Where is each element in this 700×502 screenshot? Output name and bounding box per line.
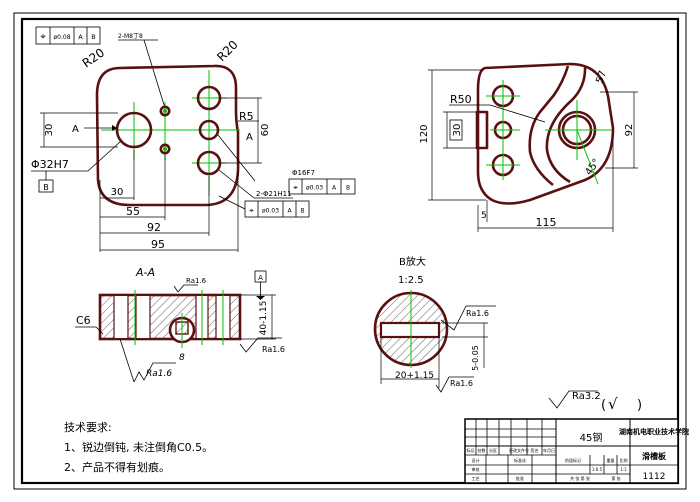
technical-notes: 技术要求: 1、锐边倒钝, 未注倒角C0.5。 2、产品不得有划痕。 xyxy=(64,421,213,474)
frame-holes-symbol: ⌖ xyxy=(249,206,254,215)
front-outline xyxy=(95,64,240,207)
finish-paren-close: ) xyxy=(637,398,642,413)
dim-57: 57 xyxy=(594,69,609,85)
drawing-frame xyxy=(20,17,680,485)
frame-pin-datum-b: B xyxy=(346,185,350,192)
section-ra-right: Ra1.6 xyxy=(262,345,285,354)
front-view: ⌖ ø0.08 A B 2-M8丁8 R20 R20 R5 A xyxy=(31,26,356,252)
dim-20: 20+1.15 xyxy=(395,371,434,381)
tb-row-approve: 批准 xyxy=(516,475,524,481)
dim-5-detail: 5-0.05 xyxy=(471,345,480,371)
tb-school: 湖南机电职业技术学院 xyxy=(619,427,689,436)
label-c6: C6 xyxy=(76,314,91,327)
section-ra-top: Ra1.6 xyxy=(186,277,207,285)
tb-hdr-date: 年月日 xyxy=(543,447,555,453)
finish-check: √ xyxy=(608,395,618,413)
detail-title: B放大 xyxy=(399,255,426,268)
detail-scale: 1:2.5 xyxy=(398,275,424,286)
tb-weight: 重量 xyxy=(607,457,615,463)
tb-scale-label: 比例 xyxy=(620,457,628,463)
outer-border xyxy=(13,12,687,490)
frame-pin-datum-a: A xyxy=(332,185,337,192)
dim-92: 92 xyxy=(147,221,161,234)
main-bore xyxy=(115,111,153,149)
side-view: R50 120 30 92 57 45° 5 115 xyxy=(419,62,638,232)
frame-top-datum-b: B xyxy=(91,33,95,41)
dim-92-side: 92 xyxy=(624,124,635,137)
frame-top-tol: ø0.08 xyxy=(53,34,70,41)
label-large-holes: 2-Φ21H11 xyxy=(256,190,292,198)
dim-120: 120 xyxy=(419,124,430,143)
dim-95: 95 xyxy=(151,238,165,251)
tb-drawing-no: 1112 xyxy=(643,472,666,482)
feature-frame-holes: ⌖ ø0.03 A B xyxy=(244,200,310,218)
label-r5: R5 xyxy=(239,110,254,123)
datum-b-box: B xyxy=(43,183,49,192)
feature-frame-pin: ⌖ ø0.03 A B xyxy=(288,178,356,195)
section-datum-box: A xyxy=(258,274,263,282)
section-title: A-A xyxy=(135,266,155,279)
tb-row-std: 标准化 xyxy=(514,457,526,463)
label-bore: Φ32H7 xyxy=(31,158,69,171)
tap-hole-bottom xyxy=(159,143,171,155)
tap-hole-top xyxy=(159,105,171,117)
datum-a-left: A xyxy=(72,124,79,135)
frame-top-symbol: ⌖ xyxy=(40,33,45,43)
frame-holes-datum-b: B xyxy=(300,208,304,215)
label-pin: Φ16F7 xyxy=(292,169,315,177)
tb-scale-value: 1:1 xyxy=(620,467,627,472)
detail-ra-top: Ra1.6 xyxy=(466,309,489,318)
notes-line-1: 1、锐边倒钝, 未注倒角C0.5。 xyxy=(64,440,213,454)
angle-45: 45° xyxy=(583,157,602,178)
tb-sheet: 共 张 第 张 xyxy=(570,475,590,481)
tb-hdr-sign: 签名 xyxy=(531,447,539,453)
dim-30-bottom: 30 xyxy=(111,187,124,198)
side-outline xyxy=(476,62,615,205)
tb-hdr-mark: 标记 xyxy=(467,447,475,453)
section-depth: 8 xyxy=(179,353,185,363)
tb-row-process: 工艺 xyxy=(472,476,480,481)
feature-frame-top: ⌖ ø0.08 A B xyxy=(35,26,101,45)
dim-60: 60 xyxy=(260,124,271,137)
datum-a-right: A xyxy=(246,132,253,143)
section-view: A-A Ra1.6 C6 A 40-1. xyxy=(75,266,285,383)
label-small-holes: 2-M8丁8 xyxy=(118,33,143,40)
frame-holes-tol: ø0.03 xyxy=(262,208,279,215)
frame-holes-datum-a: A xyxy=(287,208,292,215)
label-r20-left: R20 xyxy=(80,45,107,70)
section-ra-bottom: Ra1.6 xyxy=(146,369,172,379)
tb-row-review: 审核 xyxy=(472,466,480,472)
dim-30-left: 30 xyxy=(44,124,55,137)
general-surface-finish: Ra3.2 ( √ ) xyxy=(548,390,642,413)
tb-hdr-count: 处数 xyxy=(478,447,486,453)
label-r20-right: R20 xyxy=(214,38,241,65)
dim-40: 40-1.15 xyxy=(259,301,269,336)
dim-5: 5 xyxy=(481,211,487,221)
tb-material: 45钢 xyxy=(580,431,603,444)
dim-55: 55 xyxy=(126,205,140,218)
tb-hdr-change: 更改文件号 xyxy=(509,447,529,453)
hole-middle xyxy=(198,119,220,141)
frame-pin-tol: ø0.03 xyxy=(306,185,323,192)
detail-b: B放大 1:2.5 Ra1.6 20+1.15 5-0.05 Ra1.6 xyxy=(373,255,496,393)
tb-hdr-zone: 分区 xyxy=(489,447,497,453)
tb-part-name: 滑槽板 xyxy=(642,451,667,461)
notes-heading: 技术要求: xyxy=(64,421,112,434)
label-r50: R50 xyxy=(450,93,472,106)
finish-ra32: Ra3.2 xyxy=(572,391,601,402)
notes-line-2: 2、产品不得有划痕。 xyxy=(64,460,170,474)
tb-row-design: 设计 xyxy=(472,457,480,463)
tb-sheet-b: 第 张 xyxy=(611,475,620,481)
detail-ra-bottom: Ra1.6 xyxy=(450,379,473,388)
frame-pin-symbol: ⌖ xyxy=(293,183,298,192)
tb-stage: 阶段标记 xyxy=(565,457,581,463)
tb-ratio: 1:0.5 xyxy=(592,467,603,472)
frame-top-datum-a: A xyxy=(78,33,83,41)
title-block: 45钢 湖南机电职业技术学院 滑槽板 1112 标记 处数 分区 更改文件号 签… xyxy=(464,418,689,484)
finish-paren-open: ( xyxy=(601,398,606,413)
dim-30-side: 30 xyxy=(452,124,463,137)
dim-115: 115 xyxy=(536,216,557,229)
